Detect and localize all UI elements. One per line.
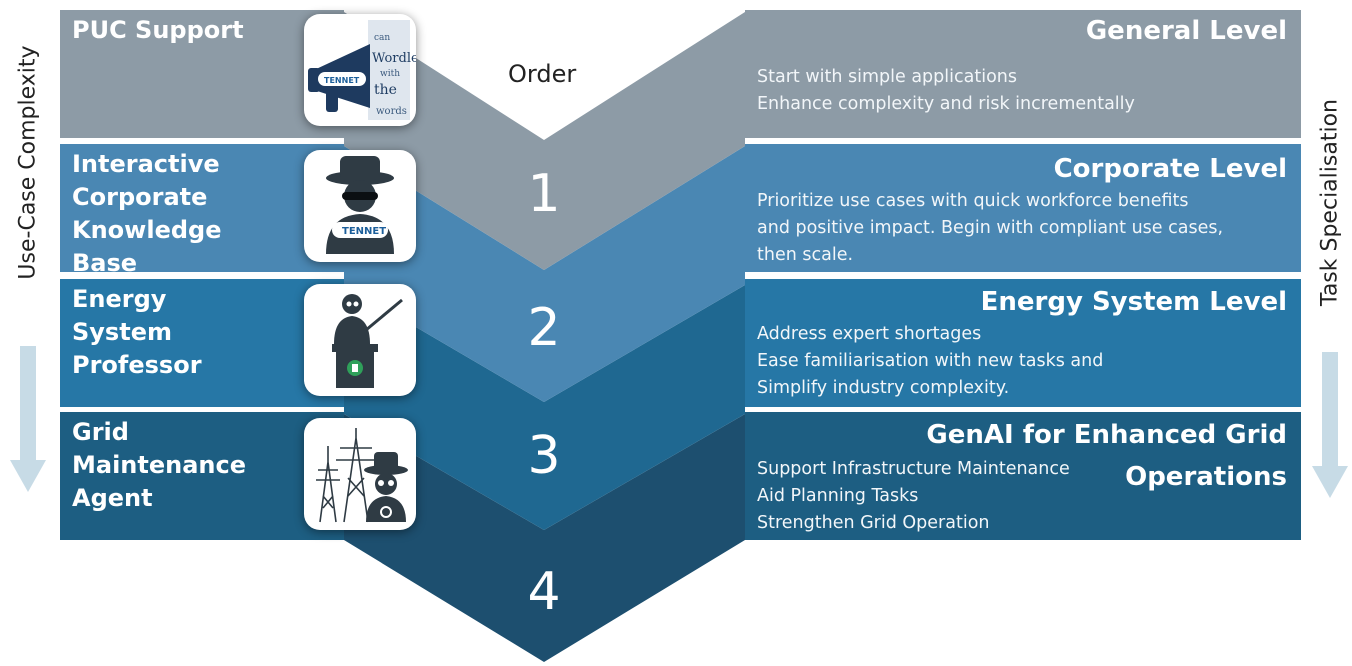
megaphone-wordcloud-icon: can Wordle with the words TENNET (304, 14, 419, 126)
level-description: Start with simple applications Enhance c… (757, 67, 1135, 114)
level-grid-operations: GenAI for Enhanced Grid Operations Suppo… (745, 412, 1301, 540)
chevron-step-2 (344, 146, 745, 402)
level-title-line2: Operations (1125, 462, 1287, 492)
step-number-1: 1 (527, 164, 561, 224)
svg-text:TENNET: TENNET (324, 76, 360, 85)
professor-podium-icon (304, 284, 416, 396)
step-number-2: 2 (527, 298, 561, 358)
chevron-step-3 (344, 285, 745, 530)
right-axis-label: Task Specialisation (1317, 99, 1343, 306)
level-description: Prioritize use cases with quick workforc… (757, 191, 1224, 265)
agent-hat-icon: TENNET (304, 150, 416, 262)
svg-text:can: can (374, 33, 390, 43)
left-down-arrow (10, 346, 46, 492)
level-title-line1: GenAI for Enhanced Grid (926, 420, 1287, 450)
order-label: Order (508, 60, 577, 88)
use-case-energy-professor: Energy System Professor (60, 279, 344, 407)
level-energy-system: Energy System Level Address expert short… (745, 279, 1301, 407)
use-case-title: Interactive Corporate Knowledge Base (72, 150, 222, 272)
use-case-grid-agent: Grid Maintenance Agent (60, 412, 344, 540)
use-case-puc-support: PUC Support (60, 10, 344, 138)
chevron-step-4 (344, 414, 745, 662)
level-description: Address expert shortages Ease familiaris… (757, 324, 1104, 398)
level-corporate: Corporate Level Prioritize use cases wit… (745, 144, 1301, 272)
step-number-4: 4 (527, 562, 561, 622)
level-title: Energy System Level (980, 287, 1287, 317)
chevron-step-1 (344, 12, 745, 270)
svg-text:with: with (380, 69, 400, 79)
step-number-3: 3 (527, 426, 561, 486)
level-general: General Level Start with simple applicat… (745, 10, 1301, 138)
use-case-title: PUC Support (72, 16, 244, 44)
level-title: Corporate Level (1053, 154, 1287, 184)
use-case-title: Energy System Professor (72, 285, 202, 379)
level-title: General Level (1085, 16, 1287, 46)
right-down-arrow (1312, 352, 1348, 498)
svg-text:words: words (376, 106, 407, 117)
svg-text:TENNET: TENNET (342, 226, 386, 237)
pylon-agent-icon (304, 418, 416, 530)
level-description: Support Infrastructure Maintenance Aid P… (757, 459, 1070, 533)
left-axis-label: Use-Case Complexity (15, 45, 41, 280)
use-case-corporate-knowledge: Interactive Corporate Knowledge Base (60, 144, 344, 272)
use-case-title: Grid Maintenance Agent (72, 418, 247, 512)
svg-text:the: the (374, 82, 397, 98)
svg-text:Wordle: Wordle (372, 51, 416, 66)
